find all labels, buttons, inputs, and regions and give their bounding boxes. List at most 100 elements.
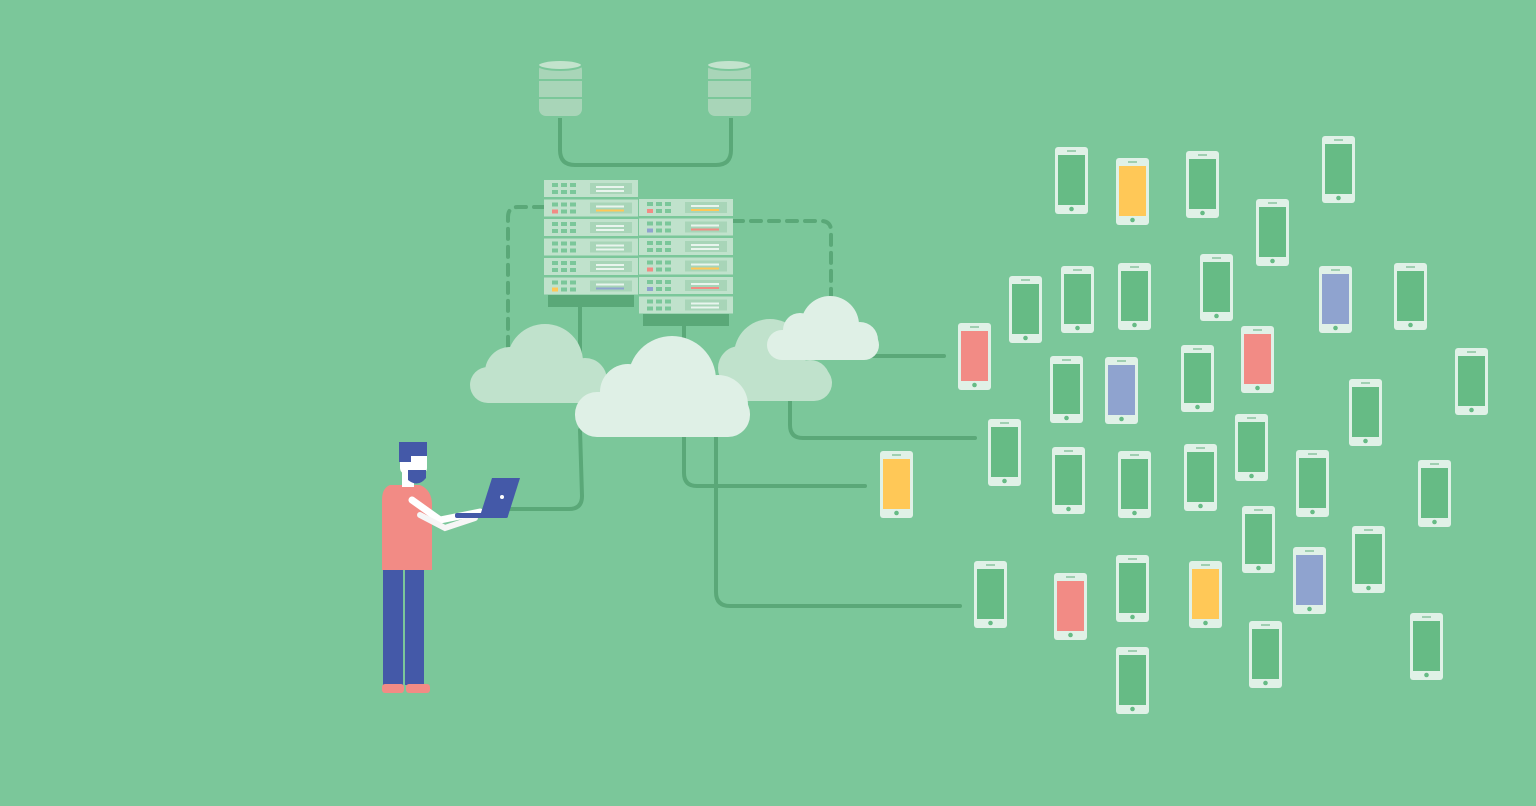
person-leg-left (383, 565, 403, 685)
rack-base (643, 314, 729, 326)
phone-icon (880, 451, 913, 518)
phone-icon (1319, 266, 1352, 333)
phone-screen (1244, 334, 1271, 384)
phone-icon (1118, 263, 1151, 330)
phone-icon (1181, 345, 1214, 412)
server-unit (639, 296, 733, 314)
phone-icon (1116, 647, 1149, 714)
phone-screen (1192, 569, 1219, 619)
phone-screen (1259, 207, 1286, 257)
phone-icon (1189, 561, 1222, 628)
phone-screen (1238, 422, 1265, 472)
phone-icon (1105, 357, 1138, 424)
person (382, 442, 520, 693)
server-unit (544, 238, 638, 256)
phone-icon (1349, 379, 1382, 446)
database-link-line (558, 115, 733, 167)
clouds (470, 296, 879, 437)
cloud-top-right (767, 296, 879, 360)
phone-screen (1121, 271, 1148, 321)
phone-screen (977, 569, 1004, 619)
phone-icon (974, 561, 1007, 628)
phone-icon (1249, 621, 1282, 688)
person-shoe-left (382, 684, 404, 693)
phone-icon (1322, 136, 1355, 203)
phone-screen (1119, 166, 1146, 216)
phone-icon (1418, 460, 1451, 527)
server-unit (544, 219, 638, 236)
laptop-logo (500, 495, 504, 499)
phone-screen (1352, 387, 1379, 437)
person-shirt (382, 485, 432, 570)
server-racks (544, 180, 733, 326)
phone-screen (1322, 274, 1349, 324)
phone-icon (1054, 573, 1087, 640)
phone-screen (1055, 455, 1082, 505)
cloud-left (470, 324, 607, 403)
phone-icon (1009, 276, 1042, 343)
phone-screen (1058, 155, 1085, 205)
phone-icon (1296, 450, 1329, 517)
phone-icon (1256, 199, 1289, 266)
database-right (706, 59, 753, 118)
phone-link-2 (788, 393, 977, 440)
phone-icon (988, 419, 1021, 486)
server-unit (544, 180, 638, 197)
rack-base (548, 295, 634, 307)
connection-lines (506, 115, 977, 608)
phone-icon (1410, 613, 1443, 680)
person-arm-back (417, 512, 478, 532)
server-unit (639, 218, 733, 236)
phone-screen (1108, 365, 1135, 415)
dashed-link-left (506, 205, 546, 352)
phone-screen (1413, 621, 1440, 671)
phone-icon (1455, 348, 1488, 415)
phone-icon (1293, 547, 1326, 614)
phone-icon (1241, 326, 1274, 393)
phone-screen (1252, 629, 1279, 679)
database-left (537, 59, 584, 118)
server-unit (639, 199, 733, 216)
server-rack-right (639, 199, 733, 326)
phone-icon (1052, 447, 1085, 514)
phone-icon (1186, 151, 1219, 218)
server-unit (544, 199, 638, 217)
phone-screen (1189, 159, 1216, 209)
phone-icon (1118, 451, 1151, 518)
phone-icon (1116, 555, 1149, 622)
phone-screen (1296, 555, 1323, 605)
laptop-base (455, 513, 508, 518)
person-shoe-right (406, 684, 430, 693)
phone-link-4 (714, 428, 962, 608)
phone-icon (1116, 158, 1149, 225)
phone-screen (1397, 271, 1424, 321)
server-rack-left (544, 180, 638, 307)
phone-icon (1235, 414, 1268, 481)
phone-screen (1053, 364, 1080, 414)
server-unit (639, 277, 733, 294)
phone-screen (991, 427, 1018, 477)
server-unit (544, 258, 638, 275)
laptop-link-line (508, 428, 585, 511)
phone-screen (1203, 262, 1230, 312)
phone-icon (1242, 506, 1275, 573)
phone-screen (1064, 274, 1091, 324)
phone-icon (1061, 266, 1094, 333)
person-beard (408, 470, 426, 484)
phone-icon (1394, 263, 1427, 330)
phone-screen (961, 331, 988, 381)
phone-screen (1245, 514, 1272, 564)
phone-icon (1050, 356, 1083, 423)
phone-screen (1355, 534, 1382, 584)
phone-screen (1119, 655, 1146, 705)
server-unit (639, 257, 733, 275)
phone-link-3 (682, 428, 867, 488)
cloud-center (575, 336, 750, 437)
phone-screen (883, 459, 910, 509)
phone-icon (1352, 526, 1385, 593)
phone-screen (1184, 353, 1211, 403)
server-unit (544, 277, 638, 295)
phones (880, 136, 1488, 714)
